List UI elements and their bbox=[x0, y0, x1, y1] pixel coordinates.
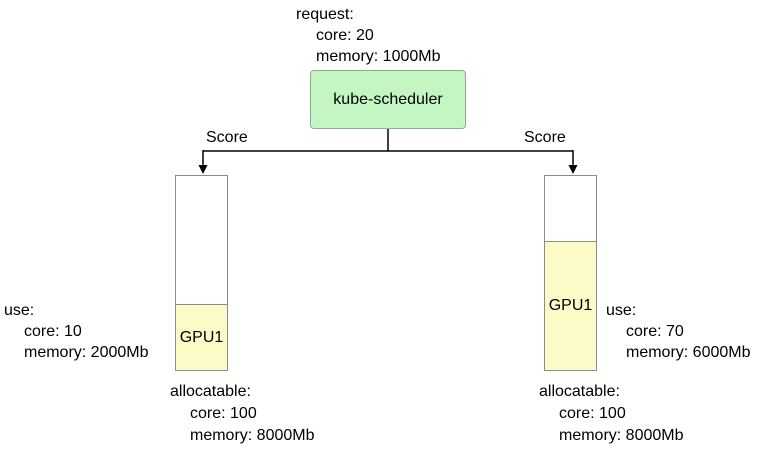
gpu-fill-left: GPU1 bbox=[175, 304, 228, 371]
use-title-left: use: bbox=[4, 302, 35, 319]
request-memory: memory: 1000Mb bbox=[316, 48, 441, 65]
request-core: core: 20 bbox=[316, 27, 374, 44]
use-title-right: use: bbox=[606, 302, 637, 319]
gpu-label-right: GPU1 bbox=[548, 297, 593, 314]
allocatable-title-left: allocatable: bbox=[170, 383, 251, 400]
right-arrowhead-icon bbox=[568, 165, 578, 174]
left-arrowhead-icon bbox=[198, 165, 208, 174]
allocatable-title-right: allocatable: bbox=[539, 383, 620, 400]
allocatable-memory-right: memory: 8000Mb bbox=[559, 427, 684, 444]
request-block: request: core: 20 memory: 1000Mb bbox=[296, 4, 441, 67]
allocatable-core-right: core: 100 bbox=[559, 405, 626, 422]
allocatable-core-left: core: 100 bbox=[190, 405, 257, 422]
use-memory-right: memory: 6000Mb bbox=[626, 344, 751, 361]
node-bar-left: GPU1 bbox=[175, 175, 228, 371]
score-label-left: Score bbox=[206, 129, 248, 146]
allocatable-block-left: allocatable: core: 100 memory: 8000Mb bbox=[170, 381, 315, 447]
allocatable-block-right: allocatable: core: 100 memory: 8000Mb bbox=[539, 381, 684, 447]
kube-scheduler-label: kube-scheduler bbox=[333, 90, 443, 108]
kube-scheduler-box: kube-scheduler bbox=[310, 70, 466, 129]
use-memory-left: memory: 2000Mb bbox=[24, 344, 149, 361]
node-bar-right: GPU1 bbox=[544, 175, 597, 371]
use-core-left: core: 10 bbox=[24, 323, 82, 340]
use-block-right: use: core: 70 memory: 6000Mb bbox=[606, 300, 751, 363]
use-core-right: core: 70 bbox=[626, 323, 684, 340]
gpu-label-left: GPU1 bbox=[179, 328, 224, 346]
use-block-left: use: core: 10 memory: 2000Mb bbox=[4, 300, 149, 363]
allocatable-memory-left: memory: 8000Mb bbox=[190, 427, 315, 444]
request-title: request: bbox=[296, 6, 354, 23]
gpu-fill-right: GPU1 bbox=[544, 241, 597, 371]
score-label-right: Score bbox=[524, 129, 566, 146]
